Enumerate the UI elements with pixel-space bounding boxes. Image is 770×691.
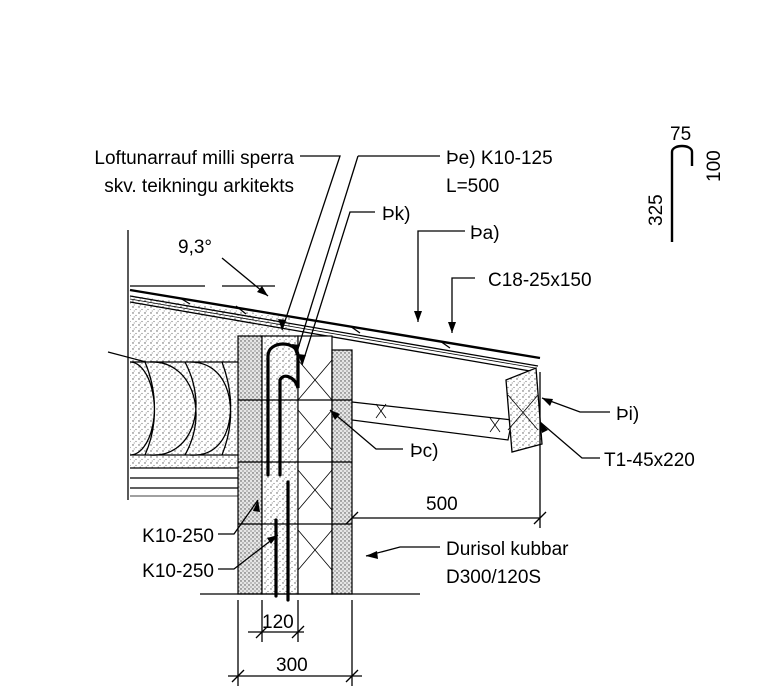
label-k10-250-upper: K10-250 — [142, 526, 214, 547]
bar-shape-sketch — [670, 144, 694, 242]
label-k10-250-lower: K10-250 — [142, 561, 214, 582]
bar-shape-left-dim: 325 — [646, 194, 667, 226]
bar-shape-right-dim: 100 — [704, 150, 725, 182]
wall-rebar — [266, 342, 300, 602]
insulation-loops — [129, 361, 238, 479]
label-loftunarrauf: Loftunarrauf milli sperra — [94, 148, 294, 169]
label-pk: Þk) — [382, 204, 411, 225]
label-dim-120: 120 — [262, 612, 294, 633]
leader-lines — [107, 155, 610, 570]
label-pa: Þa) — [470, 223, 500, 244]
label-c18-25x150: C18-25x150 — [488, 270, 592, 291]
dimension-500 — [345, 372, 547, 528]
label-pe-k10-125: Þe) K10-125 — [446, 148, 553, 169]
fascia-board — [505, 367, 543, 453]
label-angle: 9,3° — [178, 237, 212, 258]
roof-purlin-marks — [179, 297, 451, 349]
dimension-120 — [248, 600, 305, 642]
label-l-500: L=500 — [446, 176, 499, 197]
bar-shape-top-dim: 75 — [670, 124, 691, 145]
eave-soffit — [351, 401, 513, 441]
label-t1-45x220: T1-45x220 — [604, 450, 695, 471]
durisol-wall — [237, 335, 353, 595]
label-pi: Þi) — [616, 404, 639, 425]
ceiling-lines — [127, 230, 238, 500]
label-skv-teikningu: skv. teikningu arkitekts — [104, 176, 294, 197]
label-dim-500: 500 — [426, 494, 458, 515]
dimension-300 — [228, 600, 362, 686]
leader-arrowheads — [253, 286, 553, 559]
label-dim-300: 300 — [276, 655, 308, 676]
label-d300-120s: D300/120S — [446, 567, 541, 588]
label-durisol-kubbar: Durisol kubbar — [446, 539, 569, 560]
label-pc: Þc) — [410, 441, 439, 462]
